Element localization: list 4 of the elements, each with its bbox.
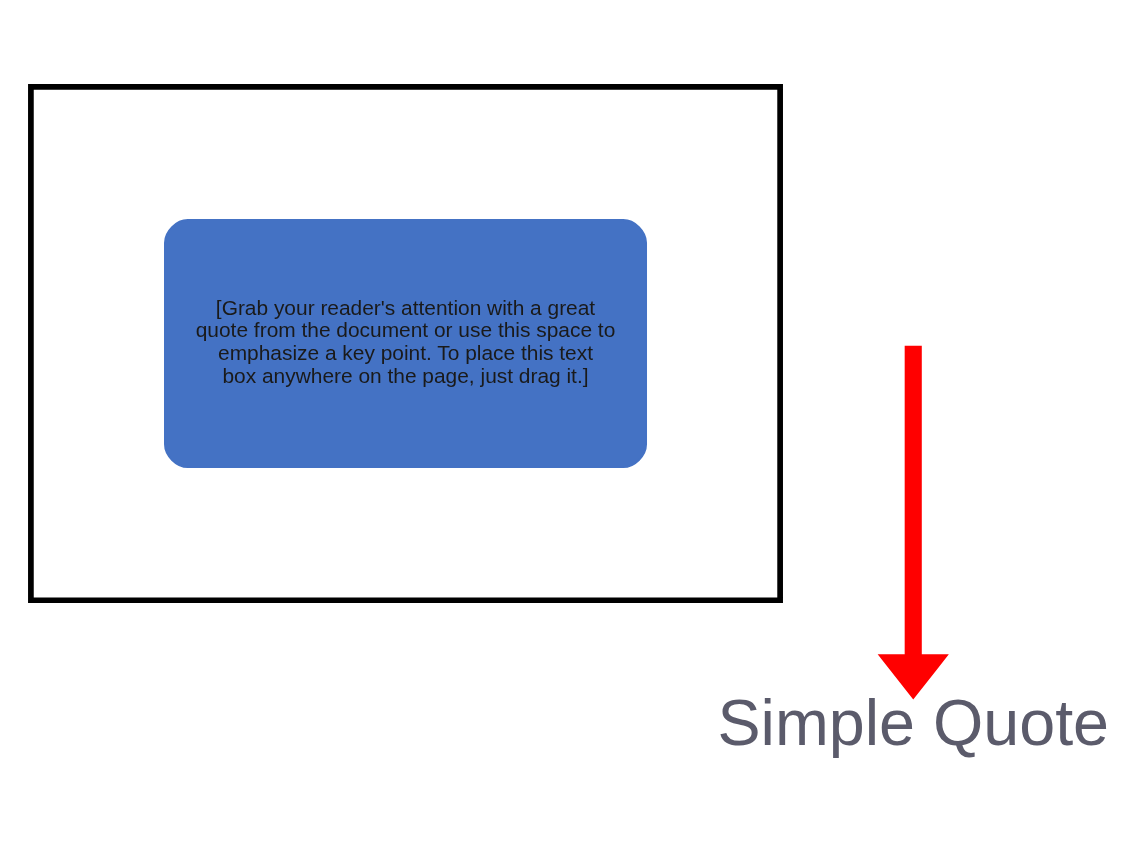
node-text: Simple Quote	[717, 685, 1110, 759]
arrow	[877, 345, 949, 699]
cluster	[28, 83, 783, 603]
node-box: [Grab your reader's attention with a great quote from the document or use this space to emphasize a key point. To place this text box anywhere on the page, just drag it.]	[164, 218, 647, 468]
